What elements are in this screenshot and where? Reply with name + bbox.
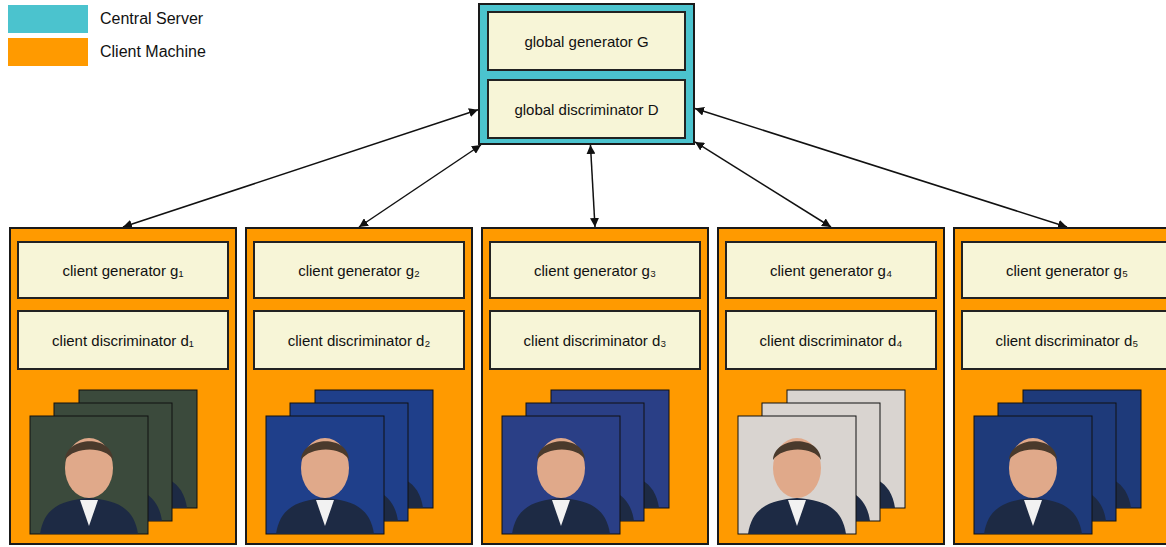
model-box: client generator g₁ <box>17 241 229 299</box>
model-box: global generator G <box>487 11 686 71</box>
sync-arrow <box>695 109 1067 227</box>
box-label: client generator g₁ <box>63 262 184 279</box>
box-label: client generator g₂ <box>298 262 420 279</box>
box-label: global generator G <box>524 33 648 50</box>
box-label: client generator g₃ <box>534 262 656 279</box>
model-box: client generator g₅ <box>961 241 1166 299</box>
model-box: client generator g₂ <box>253 241 465 299</box>
sync-arrow <box>123 110 478 227</box>
model-box: client generator g₃ <box>489 241 701 299</box>
box-label: global discriminator D <box>514 101 658 118</box>
model-box: client generator g₄ <box>725 241 937 299</box>
box-label: client discriminator d₄ <box>760 332 903 349</box>
model-box: client discriminator d₅ <box>961 310 1166 370</box>
sync-arrow <box>590 145 595 227</box>
box-label: client discriminator d₃ <box>524 332 667 349</box>
box-label: client generator g₅ <box>1006 262 1128 279</box>
model-box: client discriminator d₄ <box>725 310 937 370</box>
legend-label: Client Machine <box>100 43 206 61</box>
box-label: client discriminator d₅ <box>996 332 1139 349</box>
legend-swatch <box>8 5 88 33</box>
model-box: global discriminator D <box>487 79 686 139</box>
legend-label: Central Server <box>100 10 203 28</box>
model-box: client discriminator d₁ <box>17 310 229 370</box>
sync-arrow <box>695 142 831 227</box>
model-box: client discriminator d₂ <box>253 310 465 370</box>
model-box: client discriminator d₃ <box>489 310 701 370</box>
server-box: global generator G global discriminator D <box>478 3 695 145</box>
box-label: client discriminator d₁ <box>52 332 194 349</box>
box-label: client discriminator d₂ <box>288 332 431 349</box>
box-label: client generator g₄ <box>770 262 892 279</box>
sync-arrow <box>359 145 481 227</box>
legend-swatch <box>8 38 88 66</box>
